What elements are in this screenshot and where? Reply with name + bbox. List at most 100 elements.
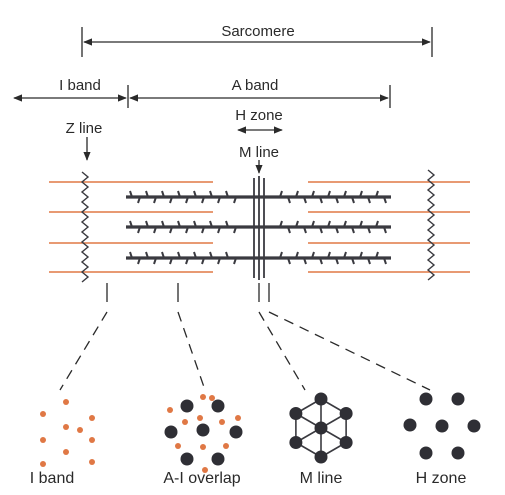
- cross-bridge: [129, 251, 133, 259]
- cross-bridge: [225, 190, 229, 198]
- cross-bridge: [295, 220, 299, 228]
- cross-bridge: [287, 196, 291, 204]
- cross-bridge: [319, 196, 323, 204]
- cross-bridge: [161, 220, 165, 228]
- cross-bridge: [383, 257, 387, 265]
- cross-bridge: [137, 257, 141, 265]
- thin-filament-dot: [40, 437, 46, 443]
- cross-bridge: [351, 226, 355, 234]
- thin-filament-dot: [89, 415, 95, 421]
- cross-bridge: [153, 226, 157, 234]
- cross-bridge: [129, 190, 133, 198]
- cross-bridge: [327, 251, 331, 259]
- thin-filament-dot: [219, 419, 225, 425]
- thin-filament-dot: [77, 427, 83, 433]
- thin-filament-dot: [200, 394, 206, 400]
- cross-bridge: [367, 257, 371, 265]
- cross-bridge: [217, 226, 221, 234]
- thin-filament-dot: [197, 415, 203, 421]
- thick-filament-dot: [451, 392, 465, 406]
- thin-filament-dot: [223, 443, 229, 449]
- cross-bridge: [375, 190, 379, 198]
- m-line-label: M line: [238, 144, 280, 161]
- a-band-label: A band: [231, 77, 279, 94]
- cross-bridge: [145, 251, 149, 259]
- cross-bridge: [319, 257, 323, 265]
- i-band-label: I band: [59, 77, 101, 94]
- section-label-h-zone: H zone: [415, 470, 467, 487]
- cross-bridge: [319, 226, 323, 234]
- z-line-left: [80, 171, 90, 283]
- cross-bridge: [177, 251, 181, 259]
- cross-bridge: [359, 251, 363, 259]
- z-lines: [80, 169, 436, 283]
- thick-filament-dot: [289, 407, 303, 420]
- cross-bridge: [359, 220, 363, 228]
- thin-filaments: [49, 181, 470, 273]
- thick-filament-dot: [435, 419, 449, 433]
- thick-filament-dot: [339, 436, 353, 449]
- cross-bridge: [279, 190, 283, 198]
- cross-bridge: [217, 257, 221, 265]
- cross-bridge: [201, 196, 205, 204]
- thick-filament-dot: [314, 450, 328, 464]
- section-connectors: [59, 283, 431, 391]
- cross-bridge: [233, 226, 237, 234]
- thick-filament-dot: [403, 418, 417, 432]
- thick-filament-dot: [314, 421, 328, 435]
- cross-bridge: [303, 226, 307, 234]
- cross-bridge: [129, 220, 133, 228]
- cross-bridge: [201, 257, 205, 265]
- cross-bridge: [225, 251, 229, 259]
- cross-bridge: [327, 190, 331, 198]
- cross-section-m-line: [289, 392, 353, 464]
- thick-filament-dot: [289, 436, 303, 449]
- cross-bridge: [335, 226, 339, 234]
- m-line: [253, 176, 265, 280]
- thick-filament-dot: [467, 419, 481, 433]
- dimension-arrows: [13, 27, 433, 174]
- cross-bridge: [287, 226, 291, 234]
- cross-bridge: [209, 220, 213, 228]
- h-zone-label: H zone: [235, 107, 283, 124]
- thin-filament-dot: [200, 444, 206, 450]
- cross-bridge: [209, 251, 213, 259]
- cross-bridge: [185, 196, 189, 204]
- cross-bridge: [335, 257, 339, 265]
- cross-bridge: [383, 226, 387, 234]
- thick-filament-dot: [451, 446, 465, 460]
- thin-filament-dot: [175, 443, 181, 449]
- cross-bridge: [343, 251, 347, 259]
- cross-bridge: [177, 220, 181, 228]
- cross-bridge: [375, 251, 379, 259]
- cross-bridge: [233, 196, 237, 204]
- cross-section-h-zone: [403, 392, 481, 460]
- cross-bridge: [177, 190, 181, 198]
- cross-bridge: [153, 257, 157, 265]
- cross-bridge: [201, 226, 205, 234]
- cross-bridge: [343, 220, 347, 228]
- cross-bridge: [303, 196, 307, 204]
- cross-bridge: [367, 226, 371, 234]
- cross-bridge: [153, 196, 157, 204]
- cross-bridge: [233, 257, 237, 265]
- thick-filament-dot: [180, 452, 194, 466]
- section-label-i-band: I band: [29, 470, 75, 487]
- thin-filament-dot: [63, 424, 69, 430]
- cross-bridge: [169, 196, 173, 204]
- cross-bridge: [209, 190, 213, 198]
- thick-filament-dot: [339, 407, 353, 420]
- section-label-m-line: M line: [299, 470, 343, 487]
- cross-bridge: [327, 220, 331, 228]
- cross-bridge: [383, 196, 387, 204]
- z-line-label: Z line: [65, 120, 103, 137]
- cross-bridge: [225, 220, 229, 228]
- cross-bridge: [311, 220, 315, 228]
- thick-filament-dot: [180, 399, 194, 413]
- thin-filament-dot: [63, 449, 69, 455]
- z-line-right: [426, 169, 436, 281]
- cross-bridge: [311, 190, 315, 198]
- thin-filament-dot: [235, 415, 241, 421]
- cross-bridge: [279, 251, 283, 259]
- cross-bridge: [375, 220, 379, 228]
